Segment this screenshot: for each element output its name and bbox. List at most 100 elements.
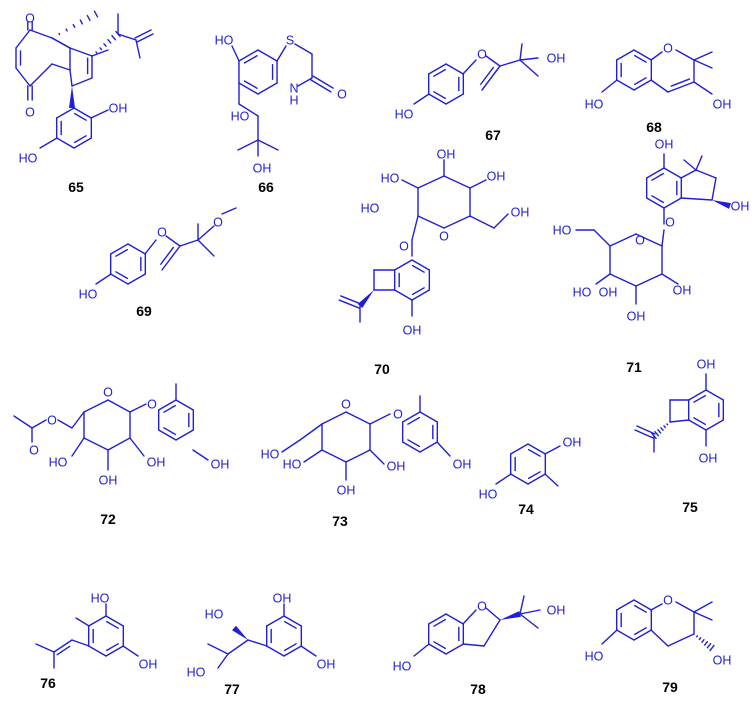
bond [411, 287, 425, 296]
atom-label: OH [337, 484, 356, 498]
atom-label: O [399, 240, 409, 254]
hash-bond [666, 423, 669, 426]
bond [544, 473, 559, 487]
bond [650, 603, 663, 611]
bond [283, 643, 297, 652]
bond [283, 615, 303, 627]
bond [661, 229, 665, 247]
bond [300, 645, 317, 657]
bond [53, 639, 73, 653]
atom-label: O [25, 106, 35, 120]
bond [345, 449, 371, 463]
bond [615, 629, 635, 641]
bond [687, 419, 707, 431]
bond [109, 273, 129, 285]
bond [144, 239, 157, 255]
bond [39, 137, 58, 149]
atom-label: OH [627, 310, 646, 324]
compound-number: 73 [332, 513, 348, 529]
hash-bond [58, 32, 61, 36]
atom-label: H [289, 94, 298, 108]
bond [71, 437, 85, 457]
bond [615, 79, 635, 91]
bond [519, 43, 523, 61]
bond [207, 643, 229, 655]
bond [462, 609, 477, 625]
wedge-bond [232, 625, 248, 640]
hash-bond [654, 430, 660, 437]
bond [338, 299, 360, 309]
bond [433, 91, 447, 100]
bond [609, 233, 637, 247]
bond [192, 449, 209, 461]
compound-number: 78 [470, 681, 486, 697]
bond [695, 169, 717, 179]
atom-label: HO [49, 456, 68, 470]
bond [633, 627, 647, 636]
atom-label: HO [205, 608, 224, 622]
wedge-bond [500, 611, 521, 620]
compound-number: 67 [485, 127, 501, 143]
bond [283, 645, 303, 657]
bond [650, 51, 663, 61]
atom-label: OH [731, 200, 750, 214]
bond [411, 289, 431, 301]
bond [633, 79, 653, 91]
atom-label: HO [585, 98, 604, 112]
bond [163, 427, 177, 436]
atom-label: O [147, 398, 157, 412]
bond [29, 29, 53, 39]
atom-label: OH [99, 474, 118, 488]
atom-label: OH [599, 286, 618, 300]
bond [227, 639, 249, 655]
bond [265, 615, 285, 627]
bond [71, 639, 90, 647]
bond [693, 51, 713, 61]
bond [87, 615, 107, 627]
bond [276, 45, 287, 62]
bond [633, 604, 647, 613]
bond [29, 63, 53, 87]
atom-label: OH [317, 658, 336, 672]
atom-label: OH [713, 654, 732, 668]
bond [411, 264, 425, 273]
hash-bond [86, 14, 91, 22]
bond [634, 429, 654, 439]
bond [197, 225, 215, 241]
bond [238, 49, 259, 62]
atom-label: OH [273, 592, 292, 606]
bond [87, 645, 107, 657]
bond [445, 93, 465, 105]
atom-label: O [665, 216, 675, 230]
bond [705, 419, 725, 431]
bond [445, 643, 465, 655]
bond [35, 643, 55, 653]
bond [670, 78, 691, 87]
bond [294, 43, 313, 55]
bond [15, 67, 31, 87]
bond [411, 259, 431, 271]
bond [609, 273, 637, 287]
bond [401, 179, 419, 189]
atom-label: OH [547, 52, 566, 66]
bond [433, 641, 447, 650]
bond [615, 599, 635, 611]
bond [683, 159, 697, 171]
bond [633, 629, 653, 641]
bond [663, 197, 683, 209]
bond [650, 629, 669, 647]
bond [651, 172, 665, 181]
bond [427, 643, 447, 655]
atom-label: O [47, 414, 57, 428]
hash-bond [65, 28, 68, 32]
atom-label: O [477, 600, 487, 614]
atom-label: HO [261, 448, 280, 462]
atom-label: O [25, 12, 35, 26]
